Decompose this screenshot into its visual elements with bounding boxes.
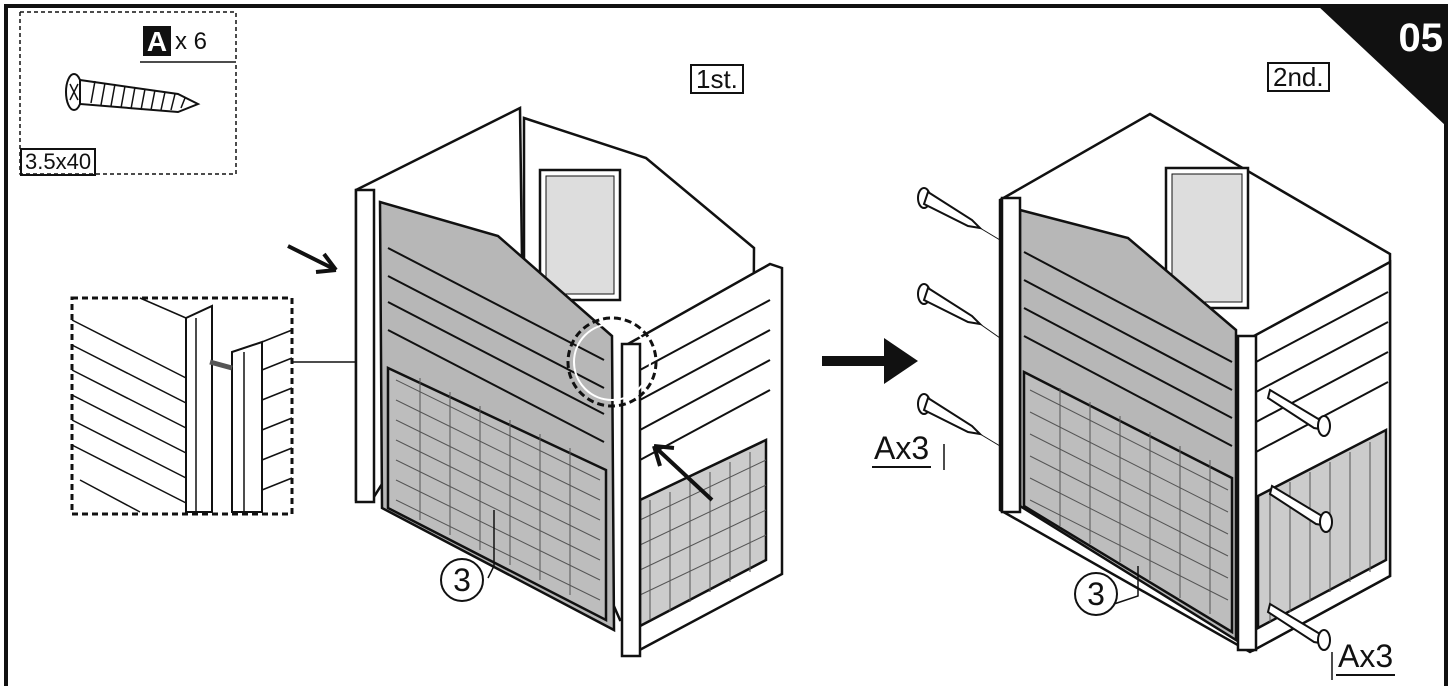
screw-callout-left: Ax3 — [872, 430, 932, 468]
screw-callout-right: Ax3 — [1336, 638, 1396, 676]
screw-icon — [65, 73, 201, 114]
step-number: 05 — [1398, 16, 1444, 60]
stage-first-label: 1st. — [690, 64, 744, 94]
step-corner — [1318, 6, 1446, 126]
page-frame — [4, 4, 1448, 686]
second-assembly — [998, 112, 1392, 654]
zoom-highlight — [566, 316, 658, 408]
screws-right-icon — [1266, 388, 1333, 651]
next-stage-arrow-icon — [822, 338, 918, 384]
screws-left-icon — [917, 187, 1001, 447]
first-assembly — [354, 105, 784, 658]
panel-number-first: 3 — [440, 558, 484, 602]
panel-number-second: 3 — [1074, 572, 1118, 616]
screw-size-label: 3.5x40 — [20, 148, 97, 176]
detail-inset — [70, 296, 572, 516]
part-letter-badge: A — [143, 26, 171, 57]
arrow-icon — [287, 244, 337, 272]
arrow-icon-inner — [652, 444, 714, 502]
parts-box — [19, 11, 237, 175]
stage-second-label: 2nd. — [1267, 62, 1330, 92]
part-quantity: x 6 — [175, 28, 208, 55]
